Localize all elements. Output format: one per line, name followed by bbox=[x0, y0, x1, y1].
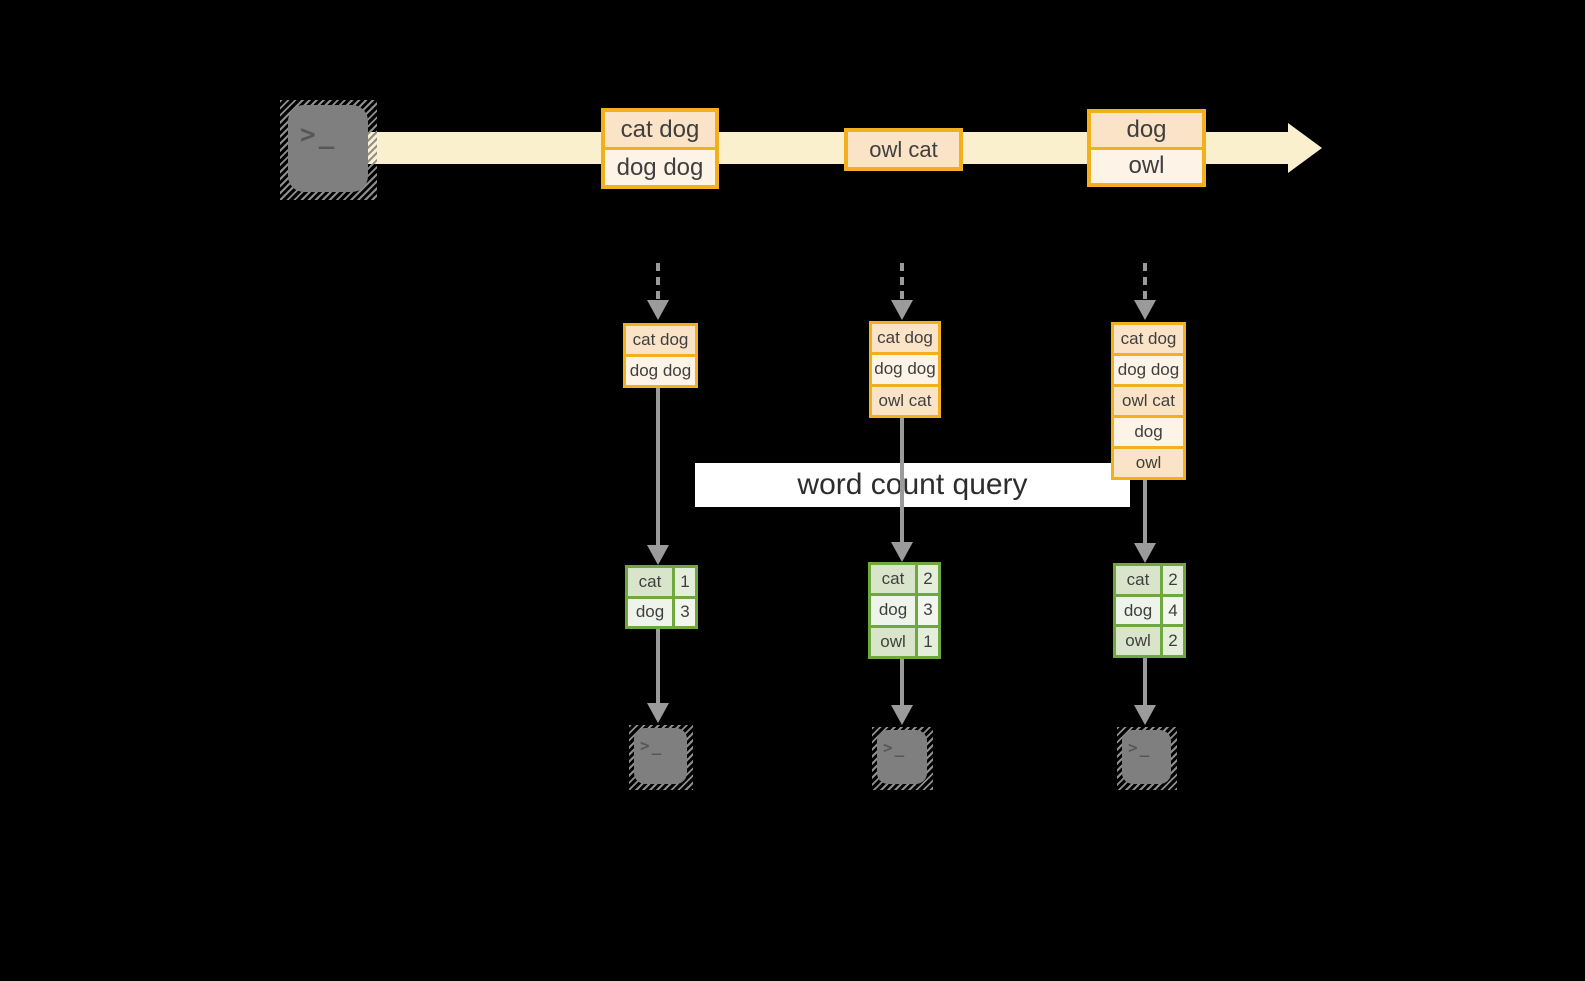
output-terminal-icon-1: >_ bbox=[629, 725, 693, 790]
record: cat dog bbox=[872, 324, 938, 353]
terminal-prompt-icon: >_ bbox=[883, 738, 907, 757]
word-cell: dog bbox=[628, 598, 672, 626]
arrow-line bbox=[1143, 658, 1147, 707]
count-cell: 1 bbox=[918, 627, 938, 656]
dashed-arrow-line bbox=[1143, 263, 1147, 299]
stream-batch-2: owl cat bbox=[844, 128, 963, 171]
source-terminal-icon: >_ bbox=[280, 100, 377, 200]
table-row: cat 1 bbox=[628, 568, 695, 596]
word-cell: dog bbox=[1116, 596, 1160, 625]
terminal-prompt-icon: >_ bbox=[300, 120, 338, 150]
count-table-2: cat 2 dog 3 owl 1 bbox=[868, 562, 941, 659]
table-row: dog 3 bbox=[871, 596, 938, 625]
table-row: dog 3 bbox=[628, 598, 695, 626]
stream-batch-1: cat dog dog dog bbox=[601, 108, 719, 189]
record: dog dog bbox=[626, 357, 695, 385]
word-cell: cat bbox=[628, 568, 672, 596]
table-row: cat 2 bbox=[871, 565, 938, 594]
stream-arrowhead-icon bbox=[1288, 123, 1322, 173]
arrow-head-icon bbox=[891, 542, 913, 562]
record: owl bbox=[1114, 449, 1183, 477]
count-cell: 1 bbox=[675, 568, 695, 596]
word-cell: cat bbox=[1116, 566, 1160, 594]
record: cat dog bbox=[605, 112, 715, 147]
arrow-head-icon bbox=[891, 705, 913, 725]
record: cat dog bbox=[626, 326, 695, 354]
state-box-1: cat dog dog dog bbox=[623, 323, 698, 388]
record: dog dog bbox=[1114, 356, 1183, 384]
arrow-head-icon bbox=[647, 545, 669, 565]
word-cell: owl bbox=[871, 627, 915, 656]
terminal-screen bbox=[1122, 730, 1171, 784]
state-box-3: cat dog dog dog owl cat dog owl bbox=[1111, 322, 1186, 480]
terminal-prompt-icon: >_ bbox=[1128, 738, 1152, 757]
arrow-head-icon bbox=[647, 703, 669, 723]
output-terminal-icon-3: >_ bbox=[1117, 727, 1177, 790]
dashed-arrow-head-icon bbox=[1134, 300, 1156, 320]
arrow-line bbox=[900, 418, 904, 542]
count-cell: 3 bbox=[918, 596, 938, 625]
count-cell: 3 bbox=[675, 598, 695, 626]
stream-batch-3: dog owl bbox=[1087, 109, 1206, 187]
query-banner: word count query bbox=[695, 463, 1130, 507]
record: dog dog bbox=[872, 355, 938, 384]
arrow-head-icon bbox=[1134, 705, 1156, 725]
record: owl bbox=[1091, 149, 1202, 183]
word-cell: dog bbox=[871, 596, 915, 625]
dashed-arrow-head-icon bbox=[647, 300, 669, 320]
query-label: word count query bbox=[797, 468, 1028, 501]
terminal-screen bbox=[634, 728, 687, 784]
record: dog dog bbox=[605, 150, 715, 185]
terminal-screen bbox=[288, 105, 368, 192]
record: cat dog bbox=[1114, 325, 1183, 353]
terminal-prompt-icon: >_ bbox=[640, 736, 664, 755]
table-row: owl 2 bbox=[1116, 627, 1183, 656]
count-table-1: cat 1 dog 3 bbox=[625, 565, 698, 629]
arrow-line bbox=[656, 388, 660, 546]
dashed-arrow-head-icon bbox=[891, 300, 913, 320]
table-row: cat 2 bbox=[1116, 566, 1183, 594]
arrow-line bbox=[656, 629, 660, 705]
table-row: dog 4 bbox=[1116, 596, 1183, 625]
count-cell: 2 bbox=[1163, 566, 1183, 594]
arrow-line bbox=[900, 659, 904, 707]
count-cell: 2 bbox=[1163, 627, 1183, 656]
output-terminal-icon-2: >_ bbox=[872, 727, 933, 790]
count-cell: 2 bbox=[918, 565, 938, 594]
record: owl cat bbox=[1114, 387, 1183, 415]
count-cell: 4 bbox=[1163, 596, 1183, 625]
table-row: owl 1 bbox=[871, 627, 938, 656]
word-cell: owl bbox=[1116, 627, 1160, 656]
terminal-screen bbox=[877, 730, 927, 784]
dashed-arrow-line bbox=[656, 263, 660, 299]
record: owl cat bbox=[848, 132, 959, 167]
arrow-line bbox=[1143, 480, 1147, 543]
word-cell: cat bbox=[871, 565, 915, 594]
state-box-2: cat dog dog dog owl cat bbox=[869, 321, 941, 418]
record: dog bbox=[1091, 113, 1202, 147]
dashed-arrow-line bbox=[900, 263, 904, 299]
record: owl cat bbox=[872, 386, 938, 415]
arrow-head-icon bbox=[1134, 543, 1156, 563]
count-table-3: cat 2 dog 4 owl 2 bbox=[1113, 563, 1186, 658]
record: dog bbox=[1114, 418, 1183, 446]
